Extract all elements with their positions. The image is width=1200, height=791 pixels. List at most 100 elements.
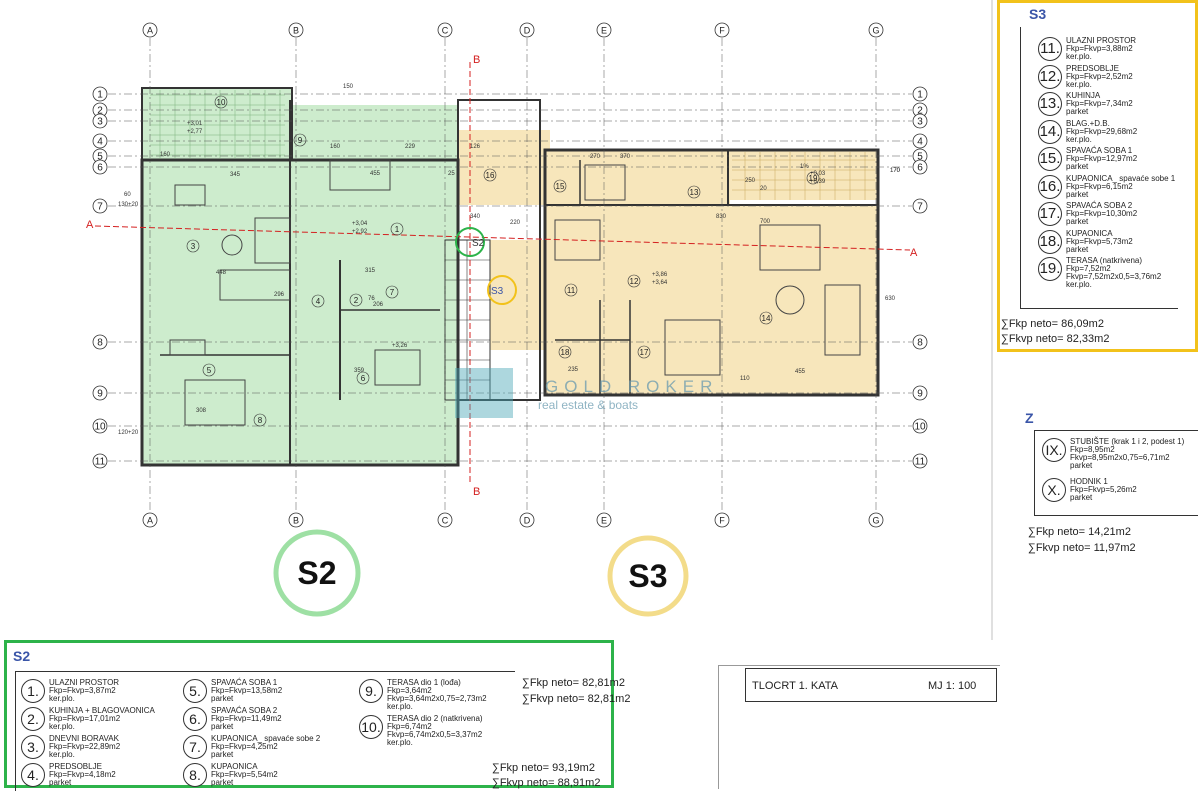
grid-row-bubble xyxy=(92,198,108,214)
legend-item-line: HODNIK 1 xyxy=(1070,477,1108,486)
grid-col-bubble xyxy=(519,22,535,38)
grid-row-label: 3 xyxy=(917,117,923,128)
legend-item-line: KUHINJA + BLAGOVAONICA xyxy=(49,706,155,715)
grid-row-label: 6 xyxy=(97,163,103,174)
legend-item-line: ker.plo. xyxy=(1066,280,1092,289)
legend-item-line: parket xyxy=(1066,189,1089,199)
big-label-s2: S2 xyxy=(273,529,361,617)
room-number-s2: 10 xyxy=(217,98,226,107)
room-number-s2-circle xyxy=(356,371,370,385)
legend-item-line: Fkp=Fkvp=5,73m2 xyxy=(1066,236,1133,246)
legend-item-line: Fkvp=8,95m2x0,75=6,71m2 xyxy=(1070,453,1170,462)
legend-item-number: 17. xyxy=(1038,202,1062,226)
dimension-label: 345 xyxy=(230,172,241,178)
grid-col-label: A xyxy=(147,26,153,36)
legend-item-line: ker.plo. xyxy=(387,702,413,711)
room-number-s3: 11 xyxy=(567,286,576,295)
grid-row-bubble xyxy=(92,159,108,175)
room-number-s2: 2 xyxy=(354,296,359,305)
furniture xyxy=(169,159,861,426)
legend-item-line: parket xyxy=(211,750,234,759)
section-lines xyxy=(94,62,911,485)
legend-item-number: 19. xyxy=(1038,257,1062,281)
legend-s3-total-kvp: ∑Fkvp neto= 82,33m2 xyxy=(1001,333,1110,345)
legend-item-number: 16. xyxy=(1038,174,1062,199)
legend-item-number: 13. xyxy=(1038,92,1062,116)
legend-item-line: Fkp=6,74m2 xyxy=(387,722,432,731)
legend-item-line: parket xyxy=(1066,162,1089,171)
legend-item-line: STUBIŠTE (krak 1 i 2, podest 1) xyxy=(1070,437,1185,446)
dimension-label: 170 xyxy=(890,168,901,174)
level-label: +2,92 xyxy=(352,229,368,235)
dimension-label: 170 xyxy=(890,168,901,174)
grid-row-bubble xyxy=(912,385,928,401)
legend-item-number: 12. xyxy=(1038,64,1062,89)
level-label: +0,03 xyxy=(810,171,826,177)
room-number-s3: 14 xyxy=(762,314,771,323)
dimension-label: 455 xyxy=(795,369,806,375)
dimension-label: 60 xyxy=(124,192,131,198)
legend-item-line: Fkp=Fkvp=29,68m2 xyxy=(1066,126,1138,136)
grid-row-label: 6 xyxy=(917,163,923,174)
grid-row-bubble xyxy=(92,133,108,149)
legend-item-number: 2. xyxy=(21,707,45,731)
grid-col-bubble xyxy=(596,22,612,38)
grid-row-label: 2 xyxy=(917,106,923,117)
room-number-s3: 18 xyxy=(561,348,570,357)
legend-item-text: STUBIŠTE (krak 1 i 2, podest 1)Fkp=8,95m… xyxy=(1070,438,1184,470)
level-label: +3,26 xyxy=(392,343,408,349)
grid-col-label: D xyxy=(524,26,531,36)
legend-item-line: Fkp=Fkvp=10,30m2 xyxy=(1066,209,1138,218)
title-block-frame xyxy=(718,665,1000,789)
legend-item-line: parket xyxy=(211,722,234,731)
plan-marker-s3-label: S3 xyxy=(491,286,504,297)
grid-row-bubble xyxy=(92,385,108,401)
legend-item-line: ker.plo. xyxy=(49,694,75,703)
grid-col-label: F xyxy=(719,516,725,526)
dimension-label: 220 xyxy=(510,220,521,226)
dimension-label: 25 xyxy=(448,171,455,177)
legend-s2-sub-neto: ∑Fkp neto= 82,81m2 xyxy=(522,677,625,689)
level-label: +2,77 xyxy=(187,129,203,135)
grid-row-bubble xyxy=(912,453,928,469)
dimension-label: 229 xyxy=(405,144,416,150)
grid-col-bubble xyxy=(437,512,453,528)
grid-row-label: 11 xyxy=(915,457,926,468)
dimension-label: 270 xyxy=(590,154,601,160)
room-number-s2-circle xyxy=(349,293,363,307)
dimension-label: 206 xyxy=(373,302,384,308)
room-number-s2: 7 xyxy=(390,288,395,297)
dimension-label: 308 xyxy=(196,408,207,414)
dimension-label: 150 xyxy=(343,84,354,90)
grid-row-bubble xyxy=(92,453,108,469)
watermark: GOLD ROKER real estate & boats xyxy=(455,368,712,418)
big-label-s3: S3 xyxy=(607,535,689,617)
grid-row-label: 4 xyxy=(97,137,103,148)
room-number-s3-circle xyxy=(564,283,578,297)
legend-item-line: parket xyxy=(1066,107,1089,116)
legend-item-line: ULAZNI PROSTOR xyxy=(49,678,120,687)
legend-s3-total-neto: ∑Fkp neto= 86,09m2 xyxy=(1001,318,1104,330)
section-mark-a-right: A xyxy=(910,247,918,259)
grid-col-bubble xyxy=(288,22,304,38)
grid-row-bubble xyxy=(92,86,108,102)
level-label: +3,01 xyxy=(187,121,203,127)
grid-row-bubble xyxy=(912,86,928,102)
grid-col-label: E xyxy=(601,26,607,36)
legend-item-line: DNEVNI BORAVAK xyxy=(49,734,119,743)
legend-item-line: KUPAONICA_ spavaće sobe 1 xyxy=(1066,173,1176,183)
legend-item-line: parket xyxy=(1070,461,1093,470)
grid-row-label: 9 xyxy=(97,389,103,400)
section-mark-b-bottom: B xyxy=(473,486,480,498)
legend-s2-total-kvp: ∑Fkvp neto= 88,91m2 xyxy=(492,777,601,789)
grid-row-label: 5 xyxy=(97,152,103,163)
dimension-label: 830 xyxy=(716,214,727,220)
